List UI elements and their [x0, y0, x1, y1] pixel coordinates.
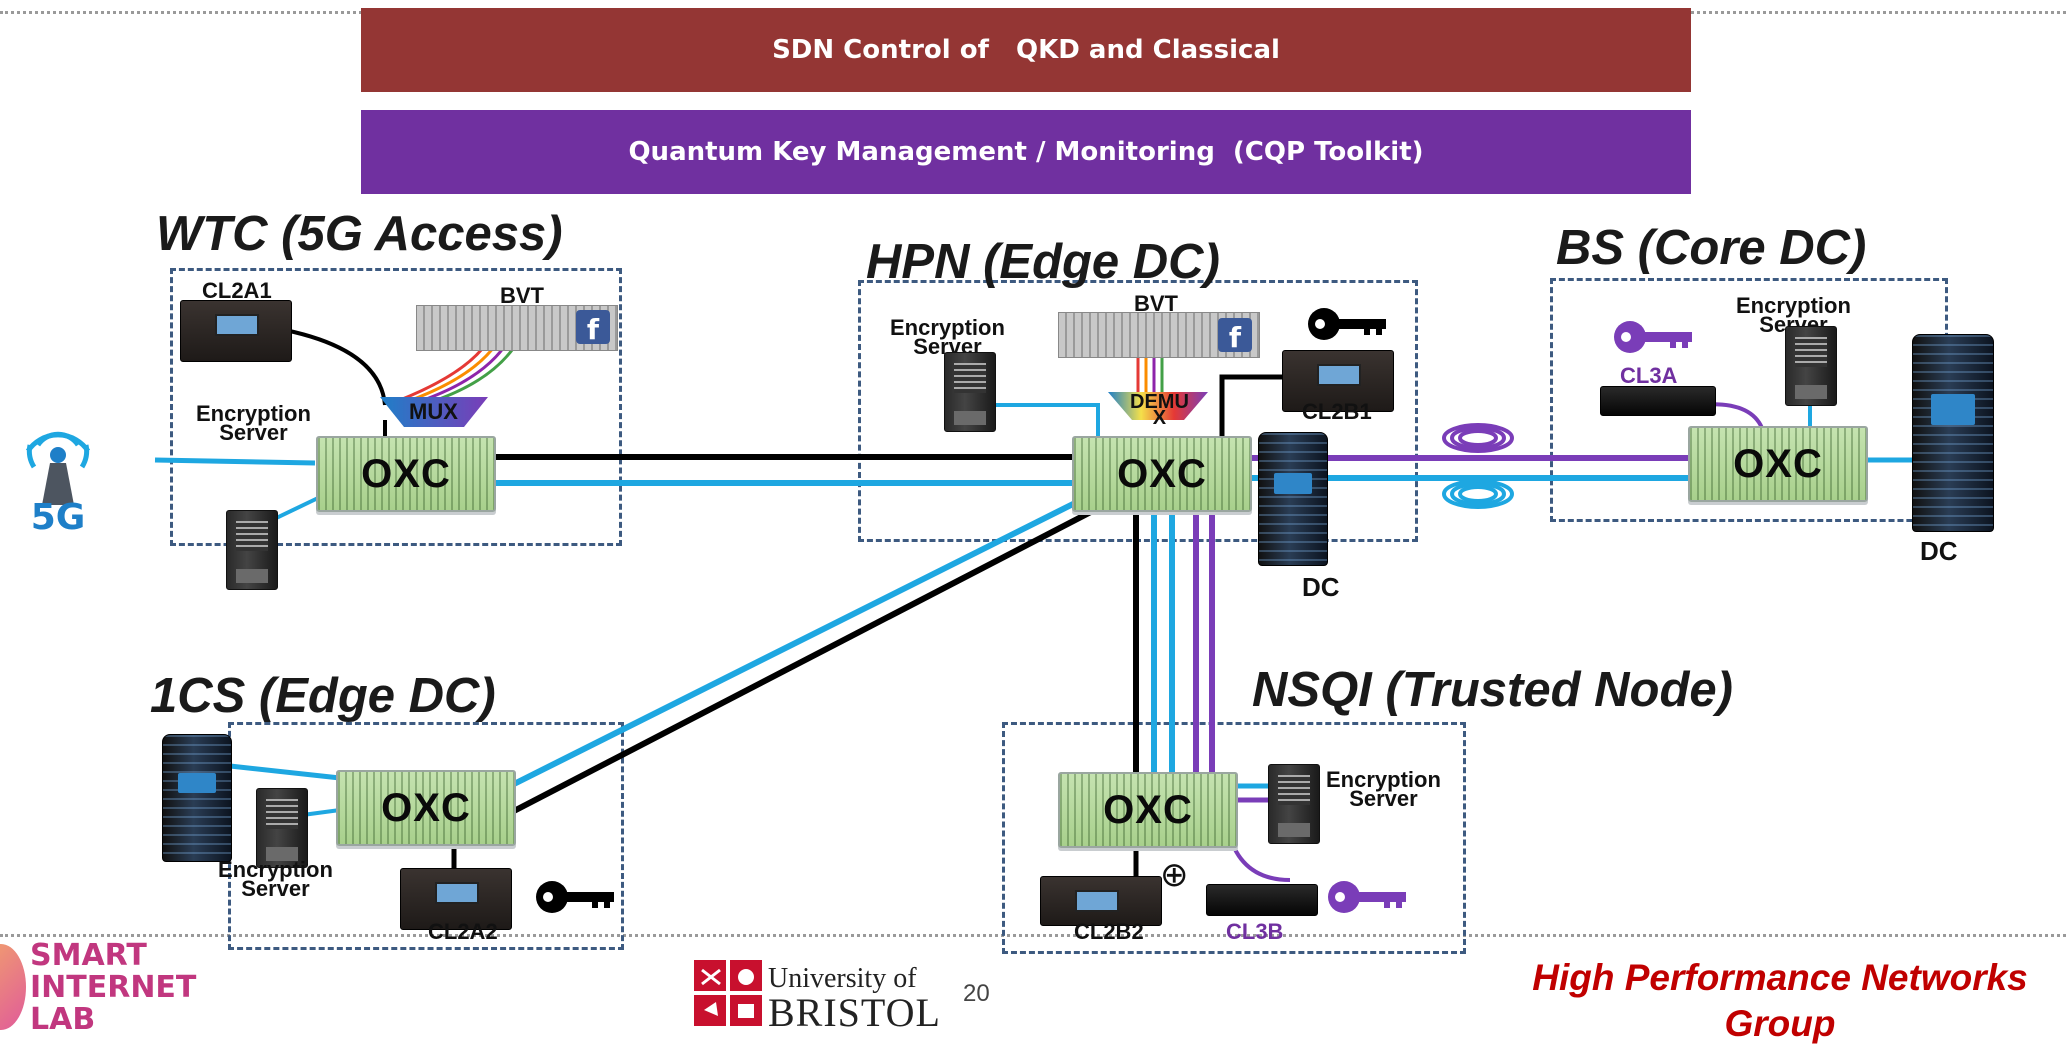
sdn-control-banner: SDN Control of QKD and Classical	[361, 8, 1691, 92]
bs-oxc[interactable]: OXC	[1688, 426, 1868, 502]
hpn-client-label: CL2B1	[1302, 399, 1372, 424]
wtc-mux-label: MUX	[409, 399, 458, 424]
bs-encryption-server[interactable]	[1785, 326, 1837, 406]
hpn-bvt-label: BVT	[1134, 291, 1178, 316]
wtc-client-label: CL2A1	[202, 278, 272, 303]
university-line-2: BRISTOL	[768, 990, 941, 1035]
wtc-site-box	[170, 268, 622, 546]
facebook-icon: f	[1218, 318, 1252, 352]
hpn-datacenter[interactable]	[1258, 432, 1328, 566]
hpn-demux-shape[interactable]	[1108, 392, 1208, 420]
nsqi-client-a-device[interactable]	[1040, 876, 1162, 926]
link-hpn-cl2b1	[1219, 374, 1290, 440]
nsqi-client-a-label: CL2B2	[1074, 919, 1144, 944]
link-5g-wtc	[154, 457, 316, 466]
nsqi-site-title: NSQI (Trusted Node)	[1252, 663, 1733, 717]
wtc-encryption-server[interactable]	[226, 510, 278, 590]
nsqi-site-box	[1002, 722, 1466, 954]
ics-oxc-label: OXC	[381, 785, 471, 830]
nsqi-client-b-label: CL3B	[1226, 919, 1284, 944]
nsqi-encryption-server[interactable]	[1268, 764, 1320, 844]
bottom-divider	[0, 934, 2066, 937]
wtc-oxc-label: OXC	[361, 451, 451, 496]
university-line-1: University of	[768, 963, 917, 994]
ics-oxc[interactable]: OXC	[336, 770, 516, 846]
hpn-demux-label: DEMU X	[1130, 391, 1189, 429]
hpn-dc-label: DC	[1302, 572, 1340, 602]
ics-datacenter[interactable]	[162, 734, 232, 862]
group-line-2: Group	[1724, 1003, 1836, 1044]
wtc-client-device[interactable]	[180, 300, 292, 362]
svg-text:5G: 5G	[31, 497, 86, 537]
wtc-mux-shape[interactable]	[380, 397, 488, 427]
bs-client-device[interactable]	[1600, 386, 1716, 416]
ics-client-label: CL2A2	[428, 919, 498, 944]
bs-dc-label: DC	[1920, 536, 1958, 566]
facebook-icon: f	[576, 310, 610, 344]
bs-oxc-label: OXC	[1733, 441, 1823, 486]
page-number: 20	[963, 980, 990, 1007]
ics-site-title: 1CS (Edge DC)	[150, 669, 496, 723]
key-icon	[536, 881, 614, 913]
hpn-oxc[interactable]: OXC	[1072, 436, 1252, 512]
ics-client-device[interactable]	[400, 868, 512, 930]
link-hpn-ics-black	[510, 499, 1112, 815]
lab-line-2: INTERNET	[30, 970, 197, 1005]
link-ics-dc	[229, 763, 341, 781]
bs-client-label: CL3A	[1620, 363, 1678, 388]
ics-encryption-server-label: Encryption Server	[218, 857, 333, 901]
university-crest-icon	[694, 960, 762, 1026]
nsqi-encryption-server-label: Encryption Server	[1326, 767, 1441, 811]
bs-datacenter[interactable]	[1912, 334, 1994, 532]
key-icon	[1308, 308, 1386, 340]
key-management-banner: Quantum Key Management / Monitoring (CQP…	[361, 110, 1691, 194]
link-cl2a1-mux	[284, 328, 387, 406]
smart-internet-lab-text: SMART INTERNET LAB	[30, 940, 196, 1036]
wtc-bvt-label: BVT	[500, 283, 544, 308]
wtc-oxc[interactable]: OXC	[316, 436, 496, 512]
link-hpn-ics-blue	[508, 495, 1087, 789]
5g-antenna-icon[interactable]: 5G	[8, 405, 108, 537]
wtc-site-title: WTC (5G Access)	[156, 207, 563, 261]
xor-icon: ⊕	[1160, 856, 1189, 894]
ics-encryption-server[interactable]	[256, 788, 308, 868]
university-name: University of BRISTOL	[768, 965, 941, 1033]
hpn-oxc-label: OXC	[1117, 451, 1207, 496]
key-management-banner-text: Quantum Key Management / Monitoring (CQP…	[628, 137, 1424, 167]
lab-line-1: SMART	[30, 938, 147, 973]
nsqi-oxc-label: OXC	[1103, 787, 1193, 832]
wtc-encryption-server-label: Encryption Server	[196, 401, 311, 445]
key-icon	[1328, 881, 1406, 913]
lab-line-3: LAB	[30, 1002, 96, 1037]
hpn-site-title: HPN (Edge DC)	[866, 235, 1220, 289]
hpn-client-device[interactable]	[1282, 350, 1394, 412]
bs-site-title: BS (Core DC)	[1556, 221, 1867, 275]
hpn-encryption-server[interactable]	[944, 352, 996, 432]
hpn-group-name: High Performance Networks Group	[1490, 955, 2066, 1047]
fiber-spool-icon	[1442, 423, 1514, 509]
nsqi-client-b-device[interactable]	[1206, 884, 1318, 916]
key-icon	[1614, 321, 1692, 353]
link-hpn-server	[990, 403, 1100, 440]
sdn-banner-text: SDN Control of QKD and Classical	[772, 35, 1280, 65]
nsqi-oxc[interactable]: OXC	[1058, 772, 1238, 848]
group-line-1: High Performance Networks	[1532, 957, 2028, 998]
hpn-encryption-server-label: Encryption Server	[890, 315, 1005, 359]
